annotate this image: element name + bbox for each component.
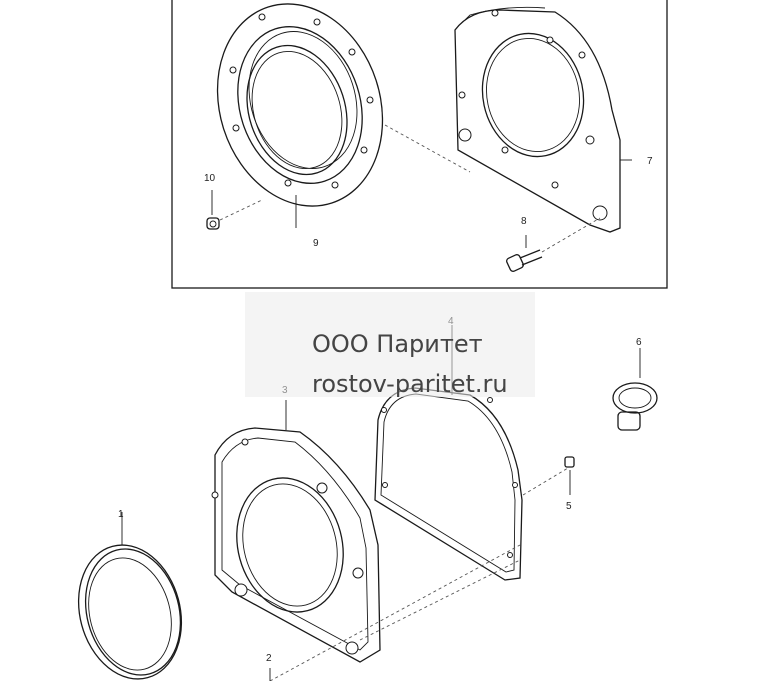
part-1-ring-seal [77,512,183,680]
callout-10: 10 [204,173,216,184]
callout-9: 9 [313,238,319,249]
inset-frame [171,0,668,289]
watermark-background [245,292,535,397]
part-8-bolt [506,235,543,272]
callout-6: 6 [636,337,642,348]
watermark-url: rostov-paritet.ru [312,370,508,398]
callout-5: 5 [566,501,572,512]
callout-1: 1 [118,509,124,520]
part-9-flange-seal [216,3,384,207]
callout-8: 8 [521,216,527,227]
part-3-housing [211,400,381,663]
part-7-bracket-plate [454,6,632,233]
part-6-clamp [612,348,658,431]
watermark-company: ООО Паритет [312,330,483,358]
part-5-pin [564,456,575,495]
part-10-screw [206,190,220,230]
callout-7: 7 [647,156,653,167]
callout-2: 2 [266,653,272,664]
